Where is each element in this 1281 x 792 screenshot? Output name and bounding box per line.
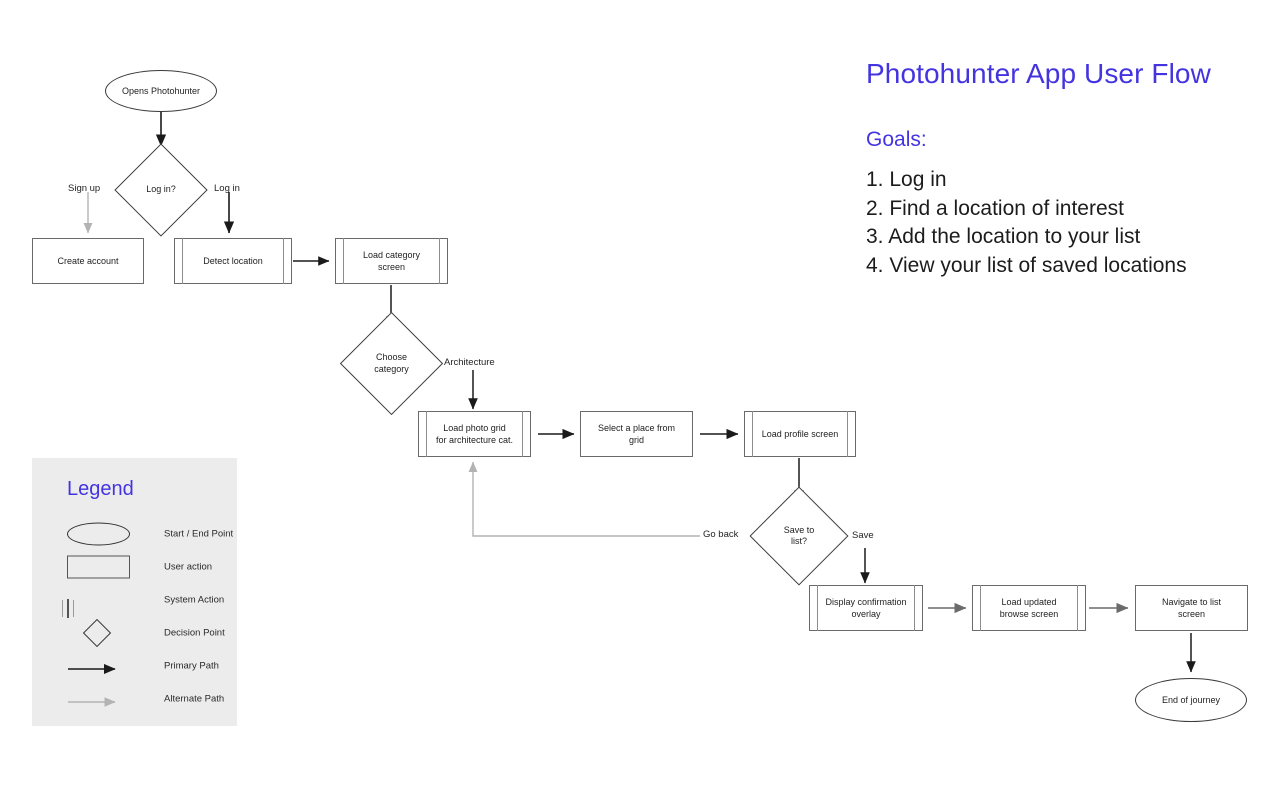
user-action-icon: [67, 555, 130, 579]
goal-item-2: 2. Find a location of interest: [866, 196, 1124, 220]
node-detect-location: Detect location: [174, 238, 292, 284]
legend-label: Primary Path: [164, 660, 219, 672]
edge-go-back-alternate: [468, 461, 700, 537]
page-title: Photohunter App User Flow: [866, 58, 1211, 89]
start-end-point-icon: [67, 522, 130, 546]
legend-label: User action: [164, 561, 213, 573]
goal-item-1: 1. Log in: [866, 168, 947, 191]
legend-row-system-action: System Action: [67, 588, 232, 618]
legend-label: Decision Point: [164, 627, 225, 639]
node-start-opens-photohunter: Opens Photohunter: [105, 70, 217, 112]
edge-label-log-in: Log in: [214, 183, 240, 194]
primary-path-arrow-icon: [67, 661, 125, 675]
legend-label: System Action: [164, 594, 225, 606]
system-action-icon: [67, 599, 69, 618]
goal-item-3: 3. Add the location to your list: [866, 225, 1141, 249]
legend-row-decision-point: Decision Point: [67, 618, 232, 648]
node-decision-log-in: Log in?: [114, 143, 208, 237]
legend-title: Legend: [67, 478, 134, 500]
legend-label: Start / End Point: [164, 528, 234, 540]
node-label: Log in?: [146, 184, 176, 195]
legend-row-user-action: User action: [67, 555, 232, 579]
title-block: Photohunter App User Flow Goals: 1. Log …: [866, 58, 1266, 280]
goals-heading: Goals:: [866, 128, 927, 151]
node-label: Detect location: [203, 256, 263, 266]
legend-label: Alternate Path: [164, 693, 225, 705]
legend-row-start-end-point: Start / End Point: [67, 522, 234, 546]
edge-label-architecture: Architecture: [444, 357, 495, 368]
goal-item-4: 4. View your list of saved locations: [866, 253, 1187, 277]
legend-panel: Legend Start / End Point User action Sys…: [32, 458, 237, 726]
decision-point-icon: [82, 618, 112, 648]
node-label: Load profile screen: [761, 429, 839, 439]
legend-row-primary-path: Primary Path: [67, 654, 232, 678]
edge-label-go-back: Go back: [703, 529, 739, 540]
alternate-path-arrow-icon: [67, 694, 125, 707]
goals-list: 1. Log in 2. Find a location of interest…: [866, 166, 1266, 280]
node-label: Opens Photohunter: [121, 86, 201, 96]
node-label: End of journey: [1161, 695, 1221, 705]
legend-row-alternate-path: Alternate Path: [67, 687, 232, 711]
edge-label-save: Save: [852, 530, 874, 541]
node-load-profile-screen: Load profile screen: [744, 411, 856, 457]
node-create-account: Create account: [32, 238, 144, 284]
node-label: Create account: [57, 256, 119, 266]
edge-label-sign-up: Sign up: [68, 183, 101, 194]
node-end-of-journey: End of journey: [1135, 678, 1247, 722]
